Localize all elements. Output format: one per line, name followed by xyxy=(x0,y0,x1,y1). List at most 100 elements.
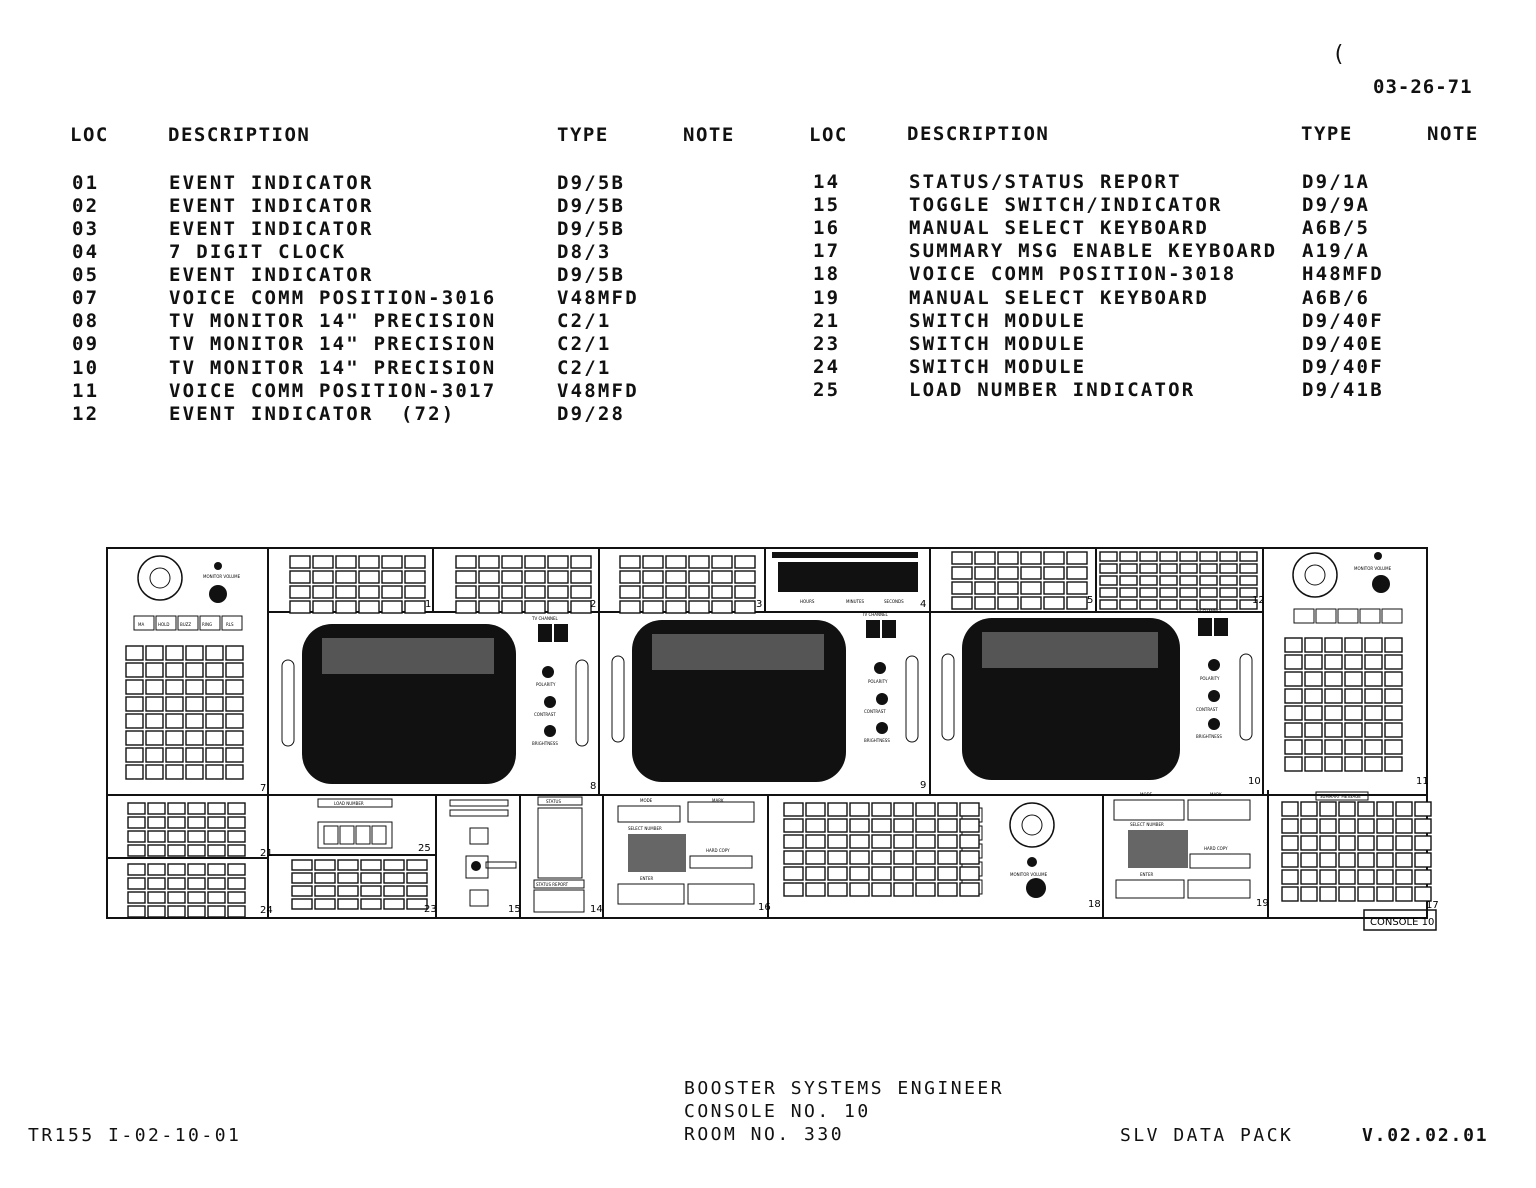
indicator-button xyxy=(1281,801,1299,817)
indicator-button xyxy=(1043,596,1065,610)
indicator-button xyxy=(1319,835,1337,851)
indicator-button xyxy=(1344,756,1363,772)
indicator-button xyxy=(314,885,336,897)
indicator-button xyxy=(312,570,334,584)
indicator-button xyxy=(783,802,804,817)
indicator-button xyxy=(207,877,226,890)
loc-cell: 16 xyxy=(813,217,841,239)
indicator-button xyxy=(547,555,569,569)
tv-monitor-2: TV CHANNEL POLARITY CONTRAST BRIGHTNESS xyxy=(611,612,919,782)
description-cell: VOICE COMM POSITION-3016 xyxy=(169,287,497,309)
indicator-button xyxy=(205,662,224,678)
indicator-button xyxy=(145,696,164,712)
stray-parenthesis: ( xyxy=(1332,42,1346,67)
indicator-button xyxy=(337,885,359,897)
manual-select-keyboard-16: MODE MARK SELECT NUMBER HARD COPY ENTER xyxy=(617,798,755,905)
panel-number: 2 xyxy=(590,599,596,610)
svg-text:BRIGHTNESS: BRIGHTNESS xyxy=(532,741,558,746)
indicator-button xyxy=(205,713,224,729)
indicator-button xyxy=(335,600,357,614)
svg-text:STATUS: STATUS xyxy=(546,799,561,804)
indicator-button xyxy=(1159,563,1178,574)
indicator-button xyxy=(147,891,166,904)
indicator-button xyxy=(1338,869,1356,885)
indicator-button xyxy=(1043,566,1065,580)
indicator-button xyxy=(959,818,980,833)
indicator-button xyxy=(1344,671,1363,687)
description-cell: SWITCH MODULE xyxy=(909,310,1087,332)
indicator-button xyxy=(1300,886,1318,902)
description-cell: TV MONITOR 14" PRECISION xyxy=(169,357,497,379)
indicator-dot xyxy=(1374,552,1382,560)
panel-number: 7 xyxy=(260,783,266,794)
indicator-button xyxy=(1281,869,1299,885)
type-cell: D9/5B xyxy=(557,195,626,217)
indicator-button xyxy=(289,570,311,584)
type-cell: D9/5B xyxy=(557,218,626,240)
svg-text:POLARITY: POLARITY xyxy=(1200,676,1220,681)
indicator-button xyxy=(1239,587,1258,598)
indicator-button xyxy=(1344,688,1363,704)
indicator-button xyxy=(1364,654,1383,670)
indicator-button xyxy=(167,844,186,857)
indicator-button xyxy=(314,898,336,910)
indicator-button xyxy=(951,581,973,595)
panel-number: 21 xyxy=(260,848,273,859)
version-label: V.02.02.01 xyxy=(1362,1125,1489,1146)
indicator-button xyxy=(145,662,164,678)
indicator-button xyxy=(478,555,500,569)
indicator-button xyxy=(207,816,226,829)
type-cell: A19/A xyxy=(1302,240,1371,262)
indicator-button xyxy=(1395,835,1413,851)
indicator-button xyxy=(1324,654,1343,670)
header-description: DESCRIPTION xyxy=(907,123,1050,145)
clock-panel: HOURS MINUTES SECONDS xyxy=(772,552,918,604)
indicator-button xyxy=(1414,818,1432,834)
indicator-button xyxy=(849,834,870,849)
type-cell: D9/5B xyxy=(557,264,626,286)
indicator-button xyxy=(1357,818,1375,834)
indicator-button xyxy=(455,585,477,599)
indicator-button xyxy=(185,679,204,695)
indicator-button xyxy=(570,570,592,584)
description-cell: EVENT INDICATOR xyxy=(169,218,374,240)
svg-text:HOURS: HOURS xyxy=(800,599,815,604)
description-cell: TV MONITOR 14" PRECISION xyxy=(169,310,497,332)
type-cell: D9/5B xyxy=(557,172,626,194)
indicator-button xyxy=(1300,852,1318,868)
description-cell: EVENT INDICATOR xyxy=(169,195,374,217)
indicator-button xyxy=(404,555,426,569)
indicator-button xyxy=(1284,654,1303,670)
indicator-button xyxy=(205,696,224,712)
indicator-button xyxy=(225,696,244,712)
indicator-button xyxy=(1159,575,1178,586)
indicator-button xyxy=(805,802,826,817)
svg-text:MARK: MARK xyxy=(712,798,724,803)
header-loc: LOC xyxy=(70,124,109,146)
svg-text:MARK: MARK xyxy=(1210,792,1222,797)
indicator-button xyxy=(1384,756,1403,772)
indicator-button xyxy=(227,816,246,829)
indicator-button xyxy=(501,585,523,599)
type-cell: C2/1 xyxy=(557,357,612,379)
indicator-button xyxy=(1099,599,1118,610)
indicator-button xyxy=(1020,596,1042,610)
footer-title-line-2: CONSOLE NO. 10 xyxy=(684,1101,871,1122)
indicator-button xyxy=(524,585,546,599)
voice-comm-right: MONITOR VOLUME xyxy=(1292,552,1403,624)
svg-text:BUZZ: BUZZ xyxy=(180,622,191,627)
indicator-button xyxy=(1219,599,1238,610)
indicator-button xyxy=(185,662,204,678)
indicator-button xyxy=(165,713,184,729)
indicator-button xyxy=(1364,688,1383,704)
indicator-button xyxy=(1281,818,1299,834)
indicator-button xyxy=(1281,886,1299,902)
indicator-button xyxy=(404,600,426,614)
header-description: DESCRIPTION xyxy=(168,124,311,146)
indicator-button xyxy=(959,802,980,817)
indicator-button xyxy=(1239,551,1258,562)
indicator-button xyxy=(805,866,826,881)
indicator-button xyxy=(225,730,244,746)
indicator-button xyxy=(937,818,958,833)
indicator-button xyxy=(734,600,756,614)
